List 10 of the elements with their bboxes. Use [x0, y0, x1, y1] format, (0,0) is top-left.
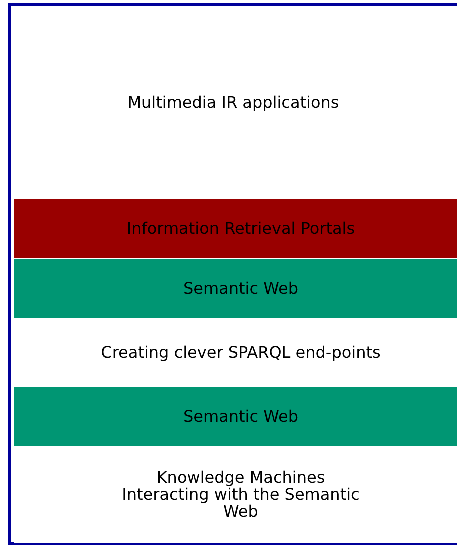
band-label: Knowledge Machines Interacting with the Semantic Web [121, 469, 361, 520]
band-label: Multimedia IR applications [128, 94, 340, 110]
semantic-web-band [14, 387, 457, 446]
portal-band [14, 199, 457, 258]
band-label: Semantic Web [183, 280, 298, 297]
stack-frame [8, 3, 457, 545]
band-label: Information Retrieval Portals [126, 220, 356, 237]
band-label: Semantic Web [183, 408, 298, 425]
semantic-web-band [14, 259, 457, 318]
band-label: Creating clever SPARQL end-points [101, 344, 381, 360]
